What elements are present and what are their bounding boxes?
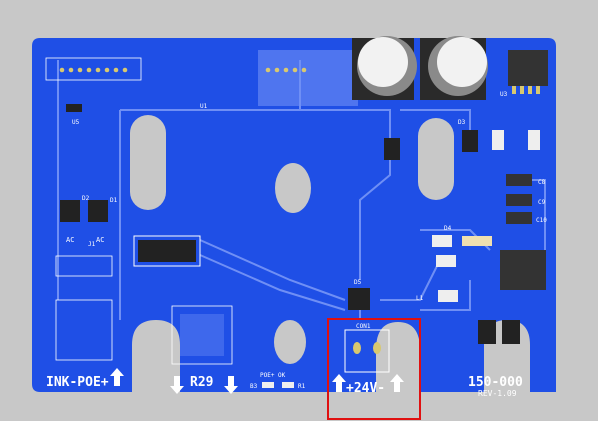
u1-label: U1 [200, 103, 208, 110]
up-arrow-icon [110, 368, 404, 392]
pad-2 [528, 130, 540, 150]
d2-label: D2 [82, 195, 90, 202]
rj45-right-pad [180, 314, 224, 356]
led-array [462, 236, 492, 246]
u5-label: U5 [72, 119, 80, 126]
bridge-left [60, 200, 80, 222]
led-ok [282, 382, 294, 388]
c9-label: C9 [538, 199, 546, 206]
diode-d5 [348, 288, 370, 310]
rj45-left-outline [55, 299, 113, 361]
board-id: 150-000 [468, 375, 523, 390]
ic-right [500, 250, 546, 290]
copper-pour [258, 50, 358, 106]
regulator-u3 [508, 50, 548, 86]
l1-label: L1 [416, 295, 424, 302]
capacitor-right [420, 36, 488, 100]
diode-d3 [462, 130, 478, 152]
header-pins [59, 67, 128, 73]
header-pins-top [265, 67, 307, 73]
poe-label: INK-POE+ [46, 375, 109, 390]
revision: REV-1.09 [478, 389, 517, 398]
b3-label: B3 [250, 383, 258, 390]
mounting-slot-left [130, 115, 166, 210]
con1-label: CON1 [356, 323, 371, 330]
down-arrow-icon [170, 376, 238, 394]
mounting-hole-center [275, 163, 311, 213]
pad-1 [492, 130, 504, 150]
resistor-label: R29 [190, 375, 213, 390]
voltage-label: +24V- [346, 381, 385, 396]
header-middle-outline [133, 235, 201, 267]
u3-label: U3 [500, 91, 508, 98]
c8-label: C8 [538, 179, 546, 186]
ac-left-label: AC [66, 236, 74, 244]
diode-bottom-1 [478, 320, 496, 344]
con1-pin-1 [353, 342, 361, 354]
pad-3 [436, 255, 456, 267]
capacitor-left [352, 36, 417, 100]
con1-outline [344, 329, 390, 373]
diode-top [384, 138, 400, 160]
pad-d4 [432, 235, 452, 247]
j1-label: J1 [88, 241, 96, 248]
poe-ok-label: POE+ OK [260, 372, 286, 379]
led-poe [262, 382, 274, 388]
cap-c8 [506, 174, 532, 186]
c10-label: C10 [536, 217, 547, 224]
pad-l1 [438, 290, 458, 302]
bridge-right [88, 200, 108, 222]
mounting-slot-right [418, 118, 454, 200]
d1-label: D1 [110, 197, 118, 204]
d3-label: D3 [458, 119, 466, 126]
r1-label: R1 [298, 383, 306, 390]
header-outline [45, 57, 142, 81]
diode-bottom-2 [502, 320, 520, 344]
j1-outline [55, 255, 113, 277]
mounting-hole-bottom [274, 320, 306, 364]
rj45-right-outline [171, 305, 233, 365]
header-middle [138, 240, 196, 262]
d5-label: D5 [354, 279, 362, 286]
cap-c9 [506, 194, 532, 206]
d4-label: D4 [444, 225, 452, 232]
cap-c10 [506, 212, 532, 224]
component-u5 [66, 104, 82, 112]
highlight-box [327, 318, 421, 420]
con1-pin-2 [373, 342, 381, 354]
ac-right-label: AC [96, 236, 104, 244]
